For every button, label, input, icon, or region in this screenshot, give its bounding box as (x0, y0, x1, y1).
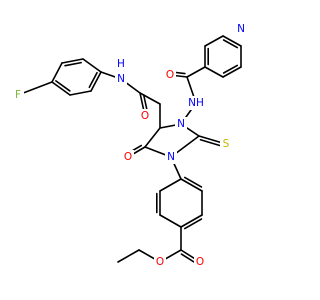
bond-f4-f5-inner (55, 80, 71, 92)
bond-b4-b5-inner (183, 218, 203, 230)
bond-p3-cAm (186, 66, 206, 78)
molecule-structure: N O NH N S N O O H NH N F O (12, 22, 247, 269)
bond-p6-p1 (222, 35, 242, 47)
bond-f6-f1-inner (88, 71, 98, 89)
bond-f2-f3-inner (64, 61, 82, 67)
bond-p4-p5 (222, 66, 242, 78)
bond-p6-p1-inner (222, 39, 239, 49)
atom-o-ester-carbonyl: O (196, 256, 204, 268)
atom-o-acetamide: O (141, 110, 149, 122)
atom-n1-ring: N (167, 151, 175, 163)
atom-n-pyridine: N (237, 23, 245, 35)
bond-b1-b2 (159, 178, 182, 192)
atom-o-ring-carbonyl: O (124, 151, 132, 163)
bond-ch2e-ch3 (117, 249, 140, 263)
atom-f-fluoro: F (15, 89, 21, 101)
bond-b6-b1-inner (183, 176, 203, 188)
bond-f6-f1 (90, 71, 102, 92)
bond-b3-b4 (159, 214, 182, 228)
atom-o-ester-ether: O (156, 256, 164, 268)
bond-f1-f2 (82, 58, 102, 73)
bond-f5-f6 (69, 90, 92, 96)
atom-s-thione: S (223, 138, 230, 150)
bond-layer (17, 35, 242, 265)
bond-f4-f5 (51, 81, 71, 96)
bond-c2-s-inner (199, 138, 224, 148)
bond-f2-f3 (61, 58, 84, 64)
atom-n3-ring: N (177, 118, 185, 130)
bond-p4-p5-inner (222, 64, 239, 74)
atom-h-anilide: H (117, 58, 125, 70)
bond-f3-f4 (51, 62, 63, 83)
bond-p3-p4 (204, 66, 224, 78)
bond-c4-c5 (144, 127, 161, 148)
atom-nh-hydrazide: NH (188, 97, 204, 109)
bond-b6-b1 (180, 178, 203, 192)
atom-n-anilide-letter: N (117, 73, 125, 85)
bond-p1-p2 (204, 35, 224, 47)
bond-cEs-oC-inner (180, 253, 197, 265)
bond-b4-b5 (180, 214, 203, 228)
atom-label-layer: N O NH N S N O O H NH N F O (12, 22, 247, 269)
atom-o-nicotinamide: O (166, 69, 174, 81)
